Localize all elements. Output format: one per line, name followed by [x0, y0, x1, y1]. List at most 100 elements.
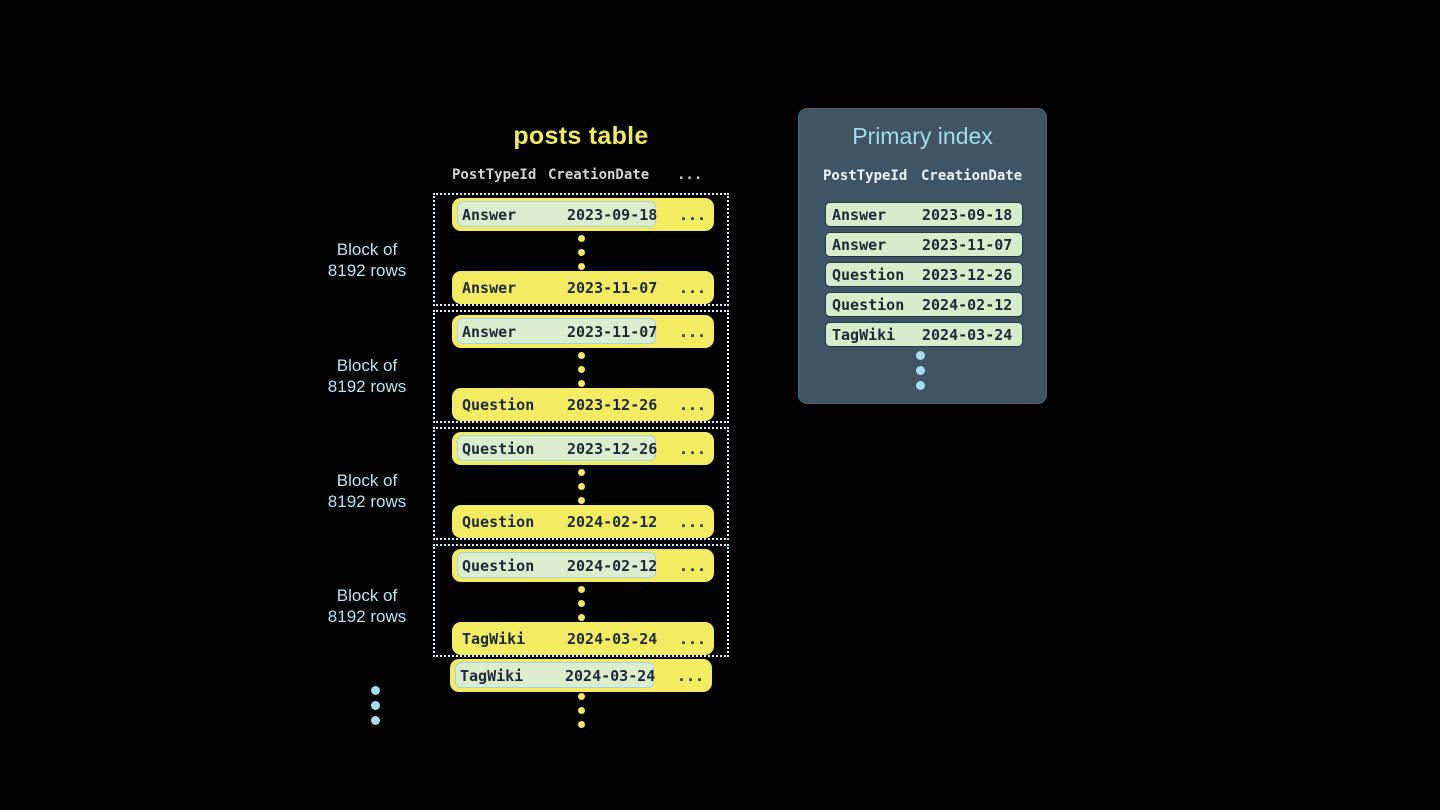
index-posttype: Question: [832, 266, 905, 284]
row-block-4: Question 2024-02-12 ... TagWiki 2024-03-…: [433, 544, 729, 657]
rows-ellipsis-dot: [577, 469, 585, 476]
row-posttype: Answer: [462, 206, 517, 224]
index-posttype: Answer: [832, 236, 887, 254]
row-block-2: Answer 2023-11-07 ... Question 2023-12-2…: [433, 310, 729, 423]
table-row: Question 2023-12-26 ...: [452, 388, 714, 421]
index-highlight-box: [457, 318, 656, 344]
row-more-ellipsis: ...: [679, 513, 707, 531]
rows-ellipsis-dot: [577, 614, 585, 621]
row-creationdate: 2024-03-24: [567, 630, 658, 648]
row-creationdate: 2023-11-07: [567, 279, 658, 297]
column-header-posttypeid: PostTypeId: [452, 167, 537, 183]
block-label-4: Block of 8192 rows: [312, 585, 422, 627]
row-posttype: Question: [462, 557, 535, 575]
index-creationdate: 2024-02-12: [922, 296, 1013, 314]
index-entry: Answer 2023-11-07: [825, 232, 1023, 257]
table-continues-dot: [578, 721, 585, 728]
row-more-ellipsis: ...: [679, 206, 707, 224]
index-column-posttypeid: PostTypeId: [823, 168, 908, 184]
table-row: TagWiki 2024-03-24 ...: [450, 659, 712, 692]
row-more-ellipsis: ...: [679, 323, 707, 341]
blocks-continue-dot: [371, 686, 380, 695]
block-label-line2: 8192 rows: [327, 607, 407, 626]
table-row: Answer 2023-11-07 ...: [452, 271, 714, 304]
row-posttype: Question: [462, 513, 535, 531]
table-continues-dot: [578, 707, 585, 714]
block-label-line2: 8192 rows: [327, 377, 407, 396]
row-more-ellipsis: ...: [679, 630, 707, 648]
rows-ellipsis-dot: [577, 483, 585, 490]
block-label-line1: Block of: [336, 586, 398, 605]
row-posttype: Question: [462, 396, 535, 414]
rows-ellipsis-dot: [577, 586, 585, 593]
primary-index-panel: Primary index PostTypeId CreationDate An…: [798, 108, 1047, 404]
index-creationdate: 2023-12-26: [922, 266, 1013, 284]
row-block-3: Question 2023-12-26 ... Question 2024-02…: [433, 427, 729, 540]
row-posttype: Answer: [462, 323, 517, 341]
rows-ellipsis-dot: [577, 249, 585, 256]
column-header-creationdate: CreationDate: [548, 167, 650, 183]
row-more-ellipsis: ...: [679, 279, 707, 297]
index-entry: TagWiki 2024-03-24: [825, 322, 1023, 347]
table-row: Question 2024-02-12 ...: [452, 505, 714, 538]
primary-index-title: Primary index: [852, 123, 993, 149]
index-entry: Answer 2023-09-18: [825, 202, 1023, 227]
index-continues-dot: [916, 381, 925, 390]
row-creationdate: 2023-11-07: [567, 323, 658, 341]
index-entry: Question 2024-02-12: [825, 292, 1023, 317]
table-row: Question 2024-02-12 ...: [452, 549, 714, 582]
rows-ellipsis-dot: [577, 366, 585, 373]
table-row: Answer 2023-11-07 ...: [452, 315, 714, 348]
posts-table-title: posts table: [513, 122, 649, 150]
block-label-line1: Block of: [336, 471, 398, 490]
index-creationdate: 2024-03-24: [922, 326, 1013, 344]
rows-ellipsis-dot: [577, 235, 585, 242]
row-more-ellipsis: ...: [677, 667, 705, 685]
rows-ellipsis-dot: [577, 263, 585, 270]
index-highlight-box: [457, 552, 656, 578]
index-creationdate: 2023-09-18: [922, 206, 1013, 224]
block-label-2: Block of 8192 rows: [312, 355, 422, 397]
table-row: TagWiki 2024-03-24 ...: [452, 622, 714, 655]
index-highlight-box: [457, 201, 656, 227]
rows-ellipsis-dot: [577, 352, 585, 359]
block-label-line2: 8192 rows: [327, 261, 407, 280]
index-posttype: TagWiki: [832, 326, 896, 344]
rows-ellipsis-dot: [577, 380, 585, 387]
row-creationdate: 2023-12-26: [567, 396, 658, 414]
index-column-creationdate: CreationDate: [921, 168, 1023, 184]
index-highlight-box: [457, 435, 656, 461]
blocks-continue-dot: [371, 716, 380, 725]
column-header-more: ...: [677, 167, 703, 183]
row-creationdate: 2024-02-12: [567, 513, 658, 531]
index-highlight-box: [455, 662, 654, 688]
row-creationdate: 2024-03-24: [565, 667, 656, 685]
block-label-line2: 8192 rows: [327, 492, 407, 511]
blocks-continue-dot: [371, 701, 380, 710]
table-continues-dot: [578, 693, 585, 700]
block-label-line1: Block of: [336, 240, 398, 259]
rows-ellipsis-dot: [577, 600, 585, 607]
index-entry: Question 2023-12-26: [825, 262, 1023, 287]
row-block-1: Answer 2023-09-18 ... Answer 2023-11-07 …: [433, 193, 729, 306]
row-more-ellipsis: ...: [679, 557, 707, 575]
table-row: Answer 2023-09-18 ...: [452, 198, 714, 231]
row-posttype: TagWiki: [460, 667, 524, 685]
index-continues-dot: [916, 366, 925, 375]
row-posttype: TagWiki: [462, 630, 526, 648]
index-posttype: Answer: [832, 206, 887, 224]
row-creationdate: 2023-12-26: [567, 440, 658, 458]
rows-ellipsis-dot: [577, 497, 585, 504]
row-creationdate: 2023-09-18: [567, 206, 658, 224]
index-creationdate: 2023-11-07: [922, 236, 1013, 254]
index-continues-dot: [916, 351, 925, 360]
block-label-1: Block of 8192 rows: [312, 239, 422, 281]
row-more-ellipsis: ...: [679, 440, 707, 458]
index-posttype: Question: [832, 296, 905, 314]
block-label-line1: Block of: [336, 356, 398, 375]
row-posttype: Question: [462, 440, 535, 458]
row-more-ellipsis: ...: [679, 396, 707, 414]
row-posttype: Answer: [462, 279, 517, 297]
row-creationdate: 2024-02-12: [567, 557, 658, 575]
